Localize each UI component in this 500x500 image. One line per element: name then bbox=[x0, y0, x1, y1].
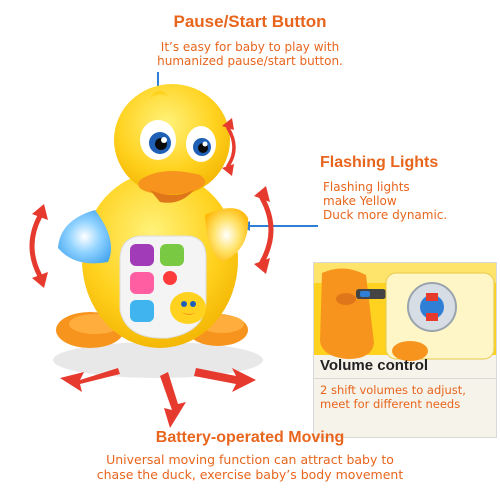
head-arrow-tip-top bbox=[222, 118, 234, 130]
battery-desc-line-1: Universal moving function can attract ba… bbox=[106, 452, 394, 467]
battery-moving-title: Battery-operated Moving bbox=[155, 429, 345, 446]
flashing-desc-line-2: make Yellow bbox=[323, 194, 397, 208]
green-button[interactable] bbox=[160, 244, 184, 266]
front-control-panel bbox=[119, 235, 207, 339]
volume-control-description: 2 shift volumes to adjust, meet for diff… bbox=[320, 383, 466, 411]
volume-desc-line-1: 2 shift volumes to adjust, bbox=[320, 383, 466, 397]
movement-arrows bbox=[60, 368, 256, 428]
head-rotation-arrow bbox=[226, 126, 236, 168]
pause-start-title: Pause/Start Button bbox=[173, 12, 327, 31]
pause-start-description: It’s easy for baby to play with humanize… bbox=[0, 40, 500, 68]
pink-button[interactable] bbox=[130, 272, 154, 294]
battery-moving-description: Universal moving function can attract ba… bbox=[0, 452, 500, 482]
flashing-desc-line-3: Duck more dynamic. bbox=[323, 208, 448, 222]
pause-start-desc-line-1: It’s easy for baby to play with bbox=[160, 40, 340, 54]
heart-light bbox=[163, 271, 177, 285]
volume-control-inset bbox=[313, 262, 497, 438]
head-tuft bbox=[150, 90, 168, 98]
right-wing-rotation-arrow bbox=[254, 186, 274, 274]
pause-start-desc-line-2: humanized pause/start button. bbox=[157, 54, 343, 68]
baby-duck bbox=[170, 292, 206, 324]
volume-control-title: Volume control bbox=[320, 357, 429, 374]
volume-divider bbox=[314, 378, 496, 379]
left-wing-light bbox=[58, 210, 112, 264]
right-wing-light bbox=[205, 208, 249, 262]
flashing-pointer-arrow bbox=[241, 221, 318, 231]
left-wing-rotation-arrow bbox=[29, 204, 48, 288]
duck-beak bbox=[138, 171, 206, 203]
volume-inset-photo bbox=[314, 263, 496, 437]
flashing-lights-title: Flashing Lights bbox=[320, 154, 439, 171]
blue-button[interactable] bbox=[130, 300, 154, 322]
flashing-desc-line-1: Flashing lights bbox=[323, 180, 410, 194]
duck-eyes bbox=[140, 120, 216, 162]
inset-orange-foot bbox=[320, 268, 374, 359]
ground-shadow bbox=[53, 342, 263, 378]
music-button[interactable] bbox=[130, 244, 154, 266]
head-arrow-tip-bottom bbox=[222, 164, 234, 176]
flashing-lights-description: Flashing lights make Yellow Duck more dy… bbox=[323, 180, 447, 222]
battery-desc-line-2: chase the duck, exercise baby’s body mov… bbox=[96, 467, 404, 482]
volume-desc-line-2: meet for different needs bbox=[320, 397, 461, 411]
